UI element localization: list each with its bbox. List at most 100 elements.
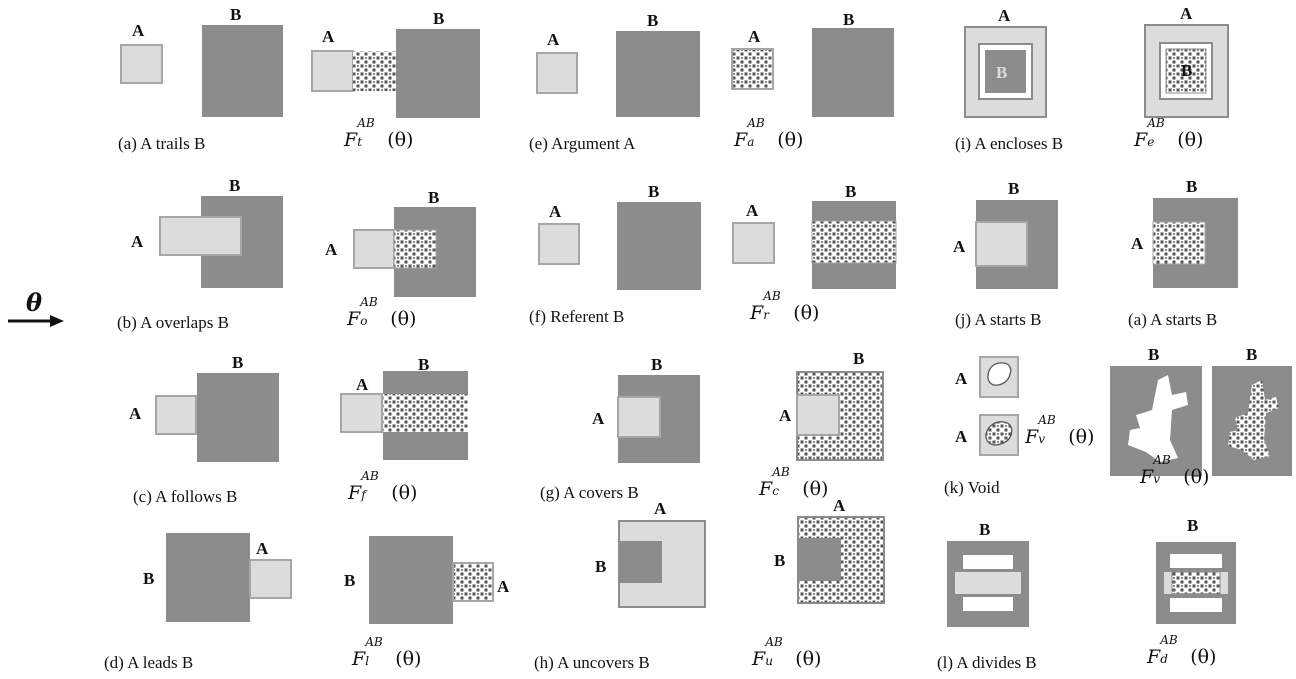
function-superscript: AB (357, 116, 375, 130)
label-a: A (356, 375, 369, 394)
function-superscript: AB (1038, 413, 1056, 427)
label-a: A (497, 577, 510, 596)
diagram-argument-function (731, 28, 894, 117)
diagram-divides-function (1156, 542, 1236, 624)
diagram-encloses-function (1144, 24, 1229, 118)
label-b: B (843, 10, 855, 29)
function-argument: (θ) (387, 129, 414, 151)
label-b: B (418, 355, 430, 374)
arrow-icon (8, 315, 64, 327)
label-a: A (998, 6, 1011, 25)
label-a: A (779, 406, 792, 425)
function-subscript: d (1160, 652, 1168, 666)
caption-follows: (c) A follows B (133, 487, 238, 506)
label-a: A (746, 201, 759, 220)
function-base: F (352, 648, 366, 670)
function-argument: (θ) (391, 482, 418, 504)
label-a: A (953, 237, 966, 256)
caption-overlaps: (b) A overlaps B (117, 313, 229, 332)
function-base: F (734, 129, 748, 151)
diagram-encloses (964, 26, 1047, 118)
label-b: B (979, 520, 991, 539)
label-b: B (595, 557, 607, 576)
function-superscript: AB (772, 465, 790, 479)
function-base: F (750, 302, 764, 324)
function-subscript: t (357, 135, 363, 149)
function-superscript: AB (747, 116, 765, 130)
label-a: A (654, 499, 667, 518)
function-argument: (θ) (395, 648, 422, 670)
function-subscript: c (772, 484, 779, 498)
label-a: A (1180, 4, 1193, 23)
function-superscript: AB (1153, 453, 1171, 467)
function-superscript: AB (1160, 633, 1178, 647)
function-argument: (θ) (1183, 466, 1210, 488)
function-subscript: u (765, 654, 773, 668)
label-b: B (651, 355, 663, 374)
diagram-starts-j (975, 200, 1058, 289)
label-a: A (132, 21, 145, 40)
function-argument: (θ) (1177, 129, 1204, 151)
theta-label: θ (26, 288, 43, 317)
diagram-follows (155, 373, 279, 462)
diagram-covers-function (796, 371, 884, 461)
diagram-void-function (1110, 366, 1292, 476)
label-a: A (592, 409, 605, 428)
label-a: A (256, 539, 269, 558)
function-argument: (θ) (795, 648, 822, 670)
label-b: B (1008, 179, 1020, 198)
label-a: A (547, 30, 560, 49)
caption-encloses: (i) A encloses B (955, 134, 1064, 153)
label-b: B (232, 353, 244, 372)
function-base: F (344, 129, 358, 151)
label-b: B (229, 176, 241, 195)
label-b: B (648, 182, 660, 201)
function-subscript: f (361, 488, 366, 502)
function-subscript: e (1147, 135, 1155, 149)
label-b-inner: B (996, 63, 1008, 82)
label-b: B (428, 188, 440, 207)
caption-starts-j: (j) A starts B (955, 310, 1042, 329)
diagram-covers (617, 375, 700, 463)
diagram-uncovers (618, 520, 706, 608)
function-subscript: o (360, 314, 368, 328)
diagram-divides (947, 541, 1029, 627)
diagram-leads-function (369, 536, 494, 624)
label-a: A (955, 369, 968, 388)
label-b: B (143, 569, 155, 588)
label-a: A (129, 404, 142, 423)
function-superscript: AB (765, 635, 783, 649)
function-superscript: AB (1147, 116, 1165, 130)
function-argument: (θ) (1068, 426, 1095, 448)
function-argument: (θ) (777, 129, 804, 151)
label-b: B (774, 551, 786, 570)
label-a: A (955, 427, 968, 446)
label-a: A (322, 27, 335, 46)
label-a: A (833, 496, 846, 515)
caption-uncovers: (h) A uncovers B (534, 653, 650, 672)
function-subscript: r (763, 308, 769, 322)
theta-direction-arrow: θ (6, 288, 66, 338)
function-base: F (1147, 646, 1161, 668)
label-a: A (748, 27, 761, 46)
diagram-trails-function (311, 29, 480, 118)
label-b: B (853, 349, 865, 368)
caption-covers: (g) A covers B (540, 483, 639, 502)
diagram-referent (538, 202, 701, 290)
function-superscript: AB (365, 635, 383, 649)
function-base: F (759, 478, 773, 500)
diagram-argument (536, 31, 700, 117)
function-superscript: AB (361, 469, 379, 483)
function-base: F (348, 482, 362, 504)
